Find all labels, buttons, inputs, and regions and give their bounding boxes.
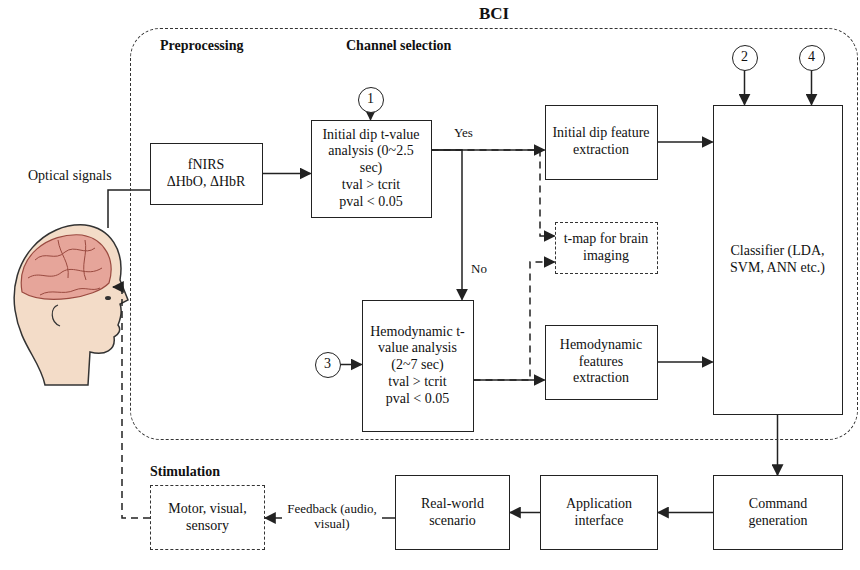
region-title: BCI: [131, 4, 857, 24]
stimulation-box: StimulationMotor, visual, sensory: [150, 485, 265, 550]
connector-arrow: [658, 361, 713, 363]
connector-arrow: [744, 71, 746, 105]
process-box: Hemodynamic t-value analysis (2~7 sec)tv…: [362, 300, 474, 432]
process-box: Real-world scenario: [395, 475, 510, 550]
box-text: Command generation: [718, 496, 838, 530]
process-box: Hemodynamic features extraction: [545, 325, 658, 400]
connector-arrow: [474, 379, 545, 381]
box-text: Initial dip t-value analysis (0~2.5 sec): [316, 127, 427, 177]
box-text: pval < 0.05: [386, 391, 450, 408]
callout-number: 2: [732, 45, 758, 71]
box-text: ΔHbO, ΔHbR: [167, 174, 246, 191]
box-text: t-map for brain imaging: [560, 231, 653, 265]
process-box: Application interface: [540, 475, 658, 550]
box-text: Hemodynamic features extraction: [550, 337, 653, 387]
connector-arrow: [811, 71, 813, 105]
connector-arrow: [432, 150, 463, 300]
connector-arrow: [370, 113, 372, 120]
process-box: Initial dip feature extraction: [545, 105, 658, 180]
connector-arrow: [510, 512, 540, 514]
edge-label: Yes: [452, 126, 475, 141]
box-text: Initial dip feature extraction: [550, 125, 653, 159]
connector-arrow: [777, 415, 779, 476]
connector-arrow: [341, 364, 362, 366]
box-text: fNIRS: [188, 157, 225, 174]
connector-arrow: [658, 512, 713, 514]
callout-number: 1: [358, 87, 384, 113]
box-text: Classifier (LDA, SVM, ANN etc.): [718, 243, 838, 277]
callout-number: 3: [315, 352, 341, 378]
connector-arrow: [432, 150, 555, 236]
process-box: Command generation: [713, 475, 843, 550]
process-box: Initial dip t-value analysis (0~2.5 sec)…: [311, 120, 432, 218]
edge-label: No: [469, 262, 489, 277]
connector-arrow: [474, 262, 555, 380]
callout-text: 3: [324, 356, 331, 373]
box-text: tval > tcrit: [342, 177, 400, 194]
callout-number: 4: [799, 45, 825, 71]
box-text: pval < 0.05: [339, 194, 403, 211]
callout-text: 1: [367, 91, 374, 108]
box-text: Hemodynamic t-value analysis (2~7 sec): [367, 324, 469, 374]
process-box: fNIRSΔHbO, ΔHbR: [150, 143, 263, 205]
box-text: Application interface: [545, 496, 653, 530]
system-region: BCIfNIRSΔHbO, ΔHbR1Initial dip t-value a…: [130, 28, 858, 440]
process-box: Classifier (LDA, SVM, ANN etc.): [713, 105, 843, 415]
optional-box: t-map for brain imaging: [555, 222, 658, 274]
box-text: tval > tcrit: [388, 374, 446, 391]
callout-text: 2: [741, 49, 748, 66]
section-label: Channel selection: [346, 38, 451, 54]
section-label: Preprocessing: [160, 38, 243, 54]
connector-arrow: [658, 141, 713, 143]
edge-label: Feedback (audio, visual): [282, 502, 382, 532]
callout-text: 4: [808, 49, 815, 66]
box-text: Motor, visual, sensory: [155, 501, 260, 535]
connector-arrow: [263, 173, 311, 175]
box-heading: Stimulation: [150, 464, 220, 481]
signal-label: Optical signals: [28, 168, 112, 184]
box-text: Real-world scenario: [400, 496, 505, 530]
